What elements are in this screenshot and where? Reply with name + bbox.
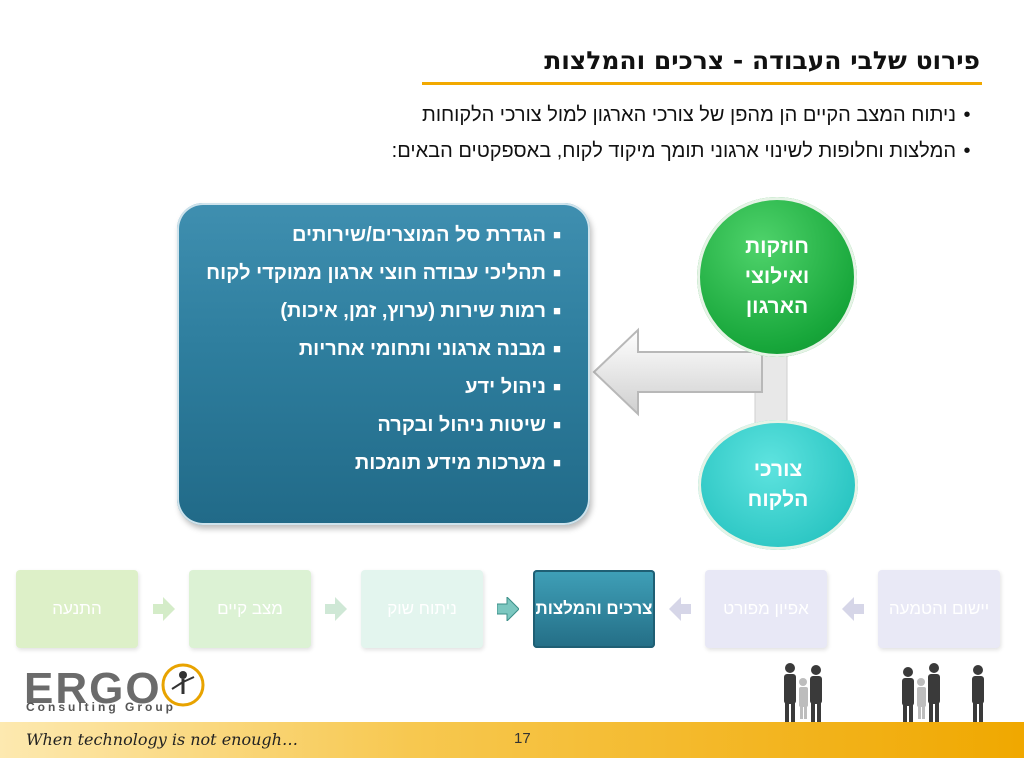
step-arrow-icon bbox=[153, 597, 175, 621]
step-current-state: מצב קיים bbox=[189, 570, 311, 648]
aspect-text: מערכות מידע תומכות bbox=[354, 452, 546, 474]
step-label: התנעה bbox=[52, 599, 102, 618]
bullet-item: • המלצות וחלופות לשינוי ארגוני תומך מיקו… bbox=[78, 140, 978, 163]
square-bullet-icon: ■ bbox=[553, 417, 561, 432]
logo-figure-icon bbox=[161, 663, 205, 707]
bullet-text: המלצות וחלופות לשינוי ארגוני תומך מיקוד … bbox=[391, 140, 956, 162]
bullet-item: • ניתוח המצב הקיים הן מהפן של צורכי הארג… bbox=[78, 104, 978, 127]
step-kickoff: התנעה bbox=[16, 570, 138, 648]
footer-tagline: When technology is not enough… bbox=[26, 730, 298, 749]
step-label: ניתוח שוק bbox=[387, 599, 457, 618]
bullet-dot-icon: • bbox=[963, 140, 971, 162]
org-strengths-label: חוזקות ואילוצי הארגון bbox=[744, 235, 810, 318]
customer-needs-label: צורכי הלקוח bbox=[747, 458, 809, 511]
aspects-list: ■ הגדרת סל המוצרים/שירותים ■ תהליכי עבודה … bbox=[198, 221, 568, 487]
step-market-analysis: ניתוח שוק bbox=[361, 570, 483, 648]
square-bullet-icon: ■ bbox=[553, 341, 561, 356]
square-bullet-icon: ■ bbox=[553, 265, 561, 280]
business-people-image bbox=[784, 663, 984, 722]
square-bullet-icon: ■ bbox=[553, 379, 561, 394]
bullet-dot-icon: • bbox=[963, 104, 971, 126]
title-underline bbox=[422, 82, 982, 85]
logo-subtitle: Consulting Group bbox=[26, 700, 176, 714]
step-implementation: יישום והטמעה bbox=[878, 570, 1000, 648]
process-steps: יישום והטמעה אפיון מפורט צרכים והמלצות נ… bbox=[0, 570, 1024, 650]
square-bullet-icon: ■ bbox=[553, 455, 561, 470]
aspect-item: ■ מבנה ארגוני ותחומי אחריות bbox=[198, 335, 568, 363]
page-title: פירוט שלבי העבודה - צרכים והמלצות bbox=[544, 46, 980, 75]
aspects-box: ■ הגדרת סל המוצרים/שירותים ■ תהליכי עבודה … bbox=[177, 203, 590, 525]
aspect-text: ניהול ידע bbox=[465, 376, 546, 398]
step-needs-recommendations: צרכים והמלצות bbox=[533, 570, 655, 648]
step-label: מצב קיים bbox=[217, 599, 283, 618]
aspect-item: ■ שיטות ניהול ובקרה bbox=[198, 411, 568, 439]
bullet-list: • ניתוח המצב הקיים הן מהפן של צורכי הארג… bbox=[78, 104, 978, 176]
page-number: 17 bbox=[514, 730, 531, 747]
aspect-text: שיטות ניהול ובקרה bbox=[377, 414, 546, 436]
aspect-item: ■ הגדרת סל המוצרים/שירותים bbox=[198, 221, 568, 249]
square-bullet-icon: ■ bbox=[553, 227, 561, 242]
step-label: צרכים והמלצות bbox=[535, 599, 653, 618]
customer-needs-circle: צורכי הלקוח bbox=[698, 420, 858, 550]
ergo-logo: ERGO bbox=[24, 664, 162, 713]
footer-bar bbox=[0, 722, 1024, 758]
step-arrow-icon bbox=[669, 597, 691, 621]
step-arrow-icon bbox=[497, 597, 519, 621]
square-bullet-icon: ■ bbox=[553, 303, 561, 318]
aspect-item: ■ תהליכי עבודה חוצי ארגון ממוקדי לקוח bbox=[198, 259, 568, 287]
aspect-text: הגדרת סל המוצרים/שירותים bbox=[292, 224, 546, 246]
org-strengths-circle: חוזקות ואילוצי הארגון bbox=[697, 197, 857, 357]
bullet-text: ניתוח המצב הקיים הן מהפן של צורכי הארגון… bbox=[422, 104, 956, 126]
aspect-text: תהליכי עבודה חוצי ארגון ממוקדי לקוח bbox=[206, 262, 546, 284]
step-label: יישום והטמעה bbox=[888, 599, 990, 618]
aspect-text: רמות שירות (ערוץ, זמן, איכות) bbox=[280, 300, 546, 322]
step-arrow-icon bbox=[842, 597, 864, 621]
step-arrow-icon bbox=[325, 597, 347, 621]
aspect-text: מבנה ארגוני ותחומי אחריות bbox=[298, 338, 546, 360]
aspect-item: ■ רמות שירות (ערוץ, זמן, איכות) bbox=[198, 297, 568, 325]
aspect-item: ■ מערכות מידע תומכות bbox=[198, 449, 568, 477]
aspect-item: ■ ניהול ידע bbox=[198, 373, 568, 401]
step-detailed-design: אפיון מפורט bbox=[705, 570, 827, 648]
step-label: אפיון מפורט bbox=[723, 599, 809, 618]
